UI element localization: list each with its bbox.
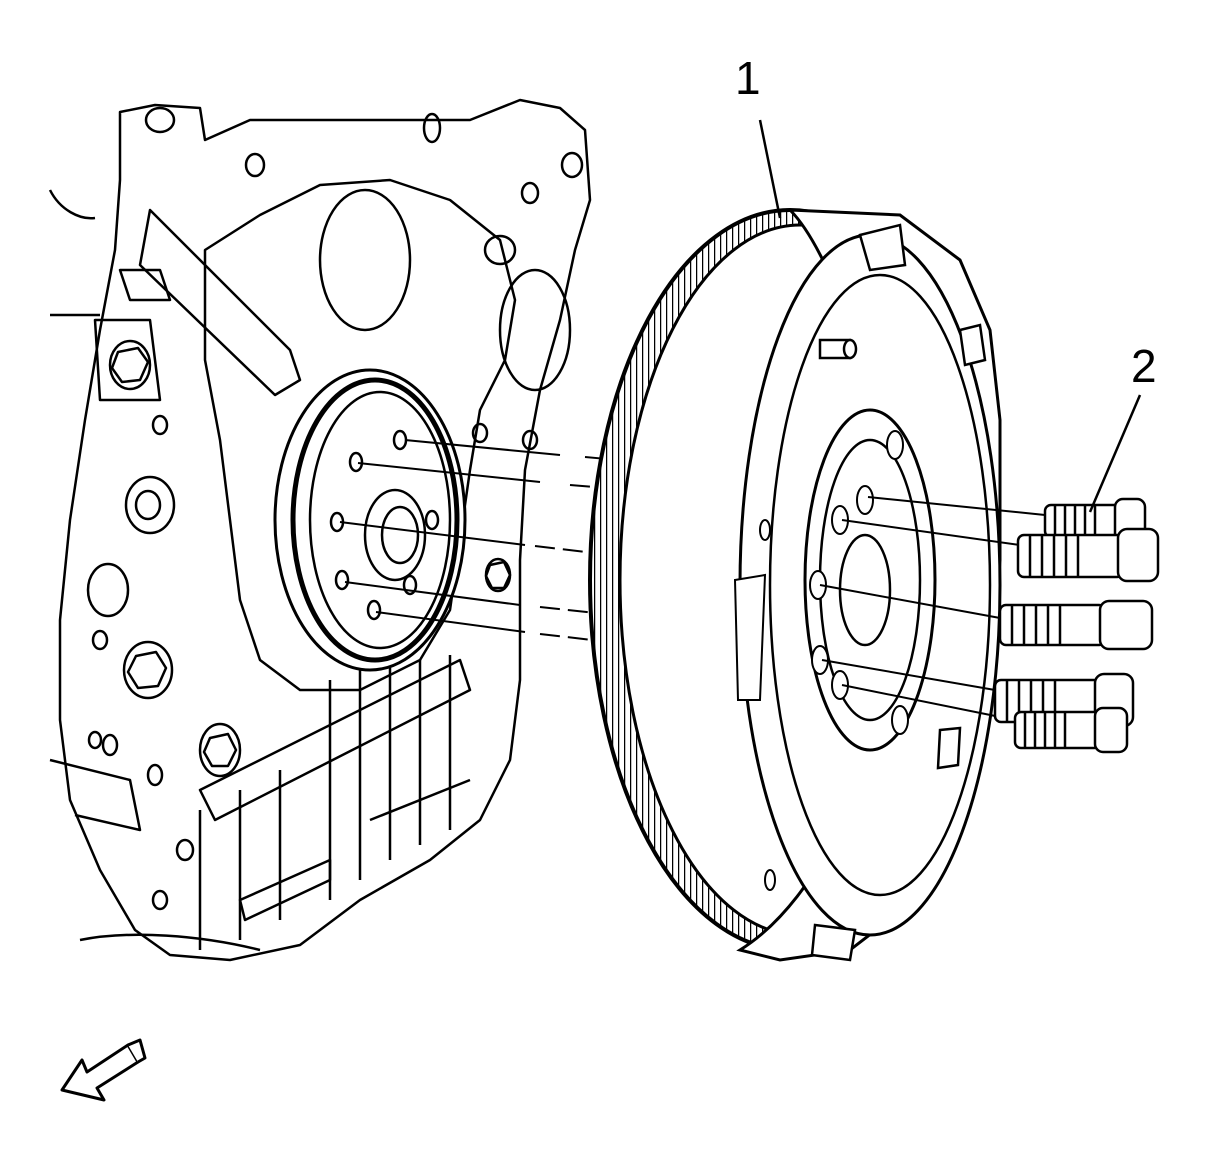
callout-label-1: 1 xyxy=(735,52,761,104)
bolt-center-lines xyxy=(819,496,1046,721)
bolt xyxy=(998,599,1154,651)
flywheel xyxy=(588,208,1002,962)
callout-2-leader xyxy=(1088,394,1142,513)
flywheel-bolts xyxy=(993,497,1160,754)
crankshaft-flange xyxy=(273,368,467,672)
engine-block xyxy=(48,98,592,962)
bolt xyxy=(1016,527,1160,583)
bolt xyxy=(1013,706,1129,754)
view-direction-arrow-icon xyxy=(60,1038,147,1102)
callout-1-leader xyxy=(758,119,782,219)
callout-label-2: 2 xyxy=(1131,340,1157,392)
